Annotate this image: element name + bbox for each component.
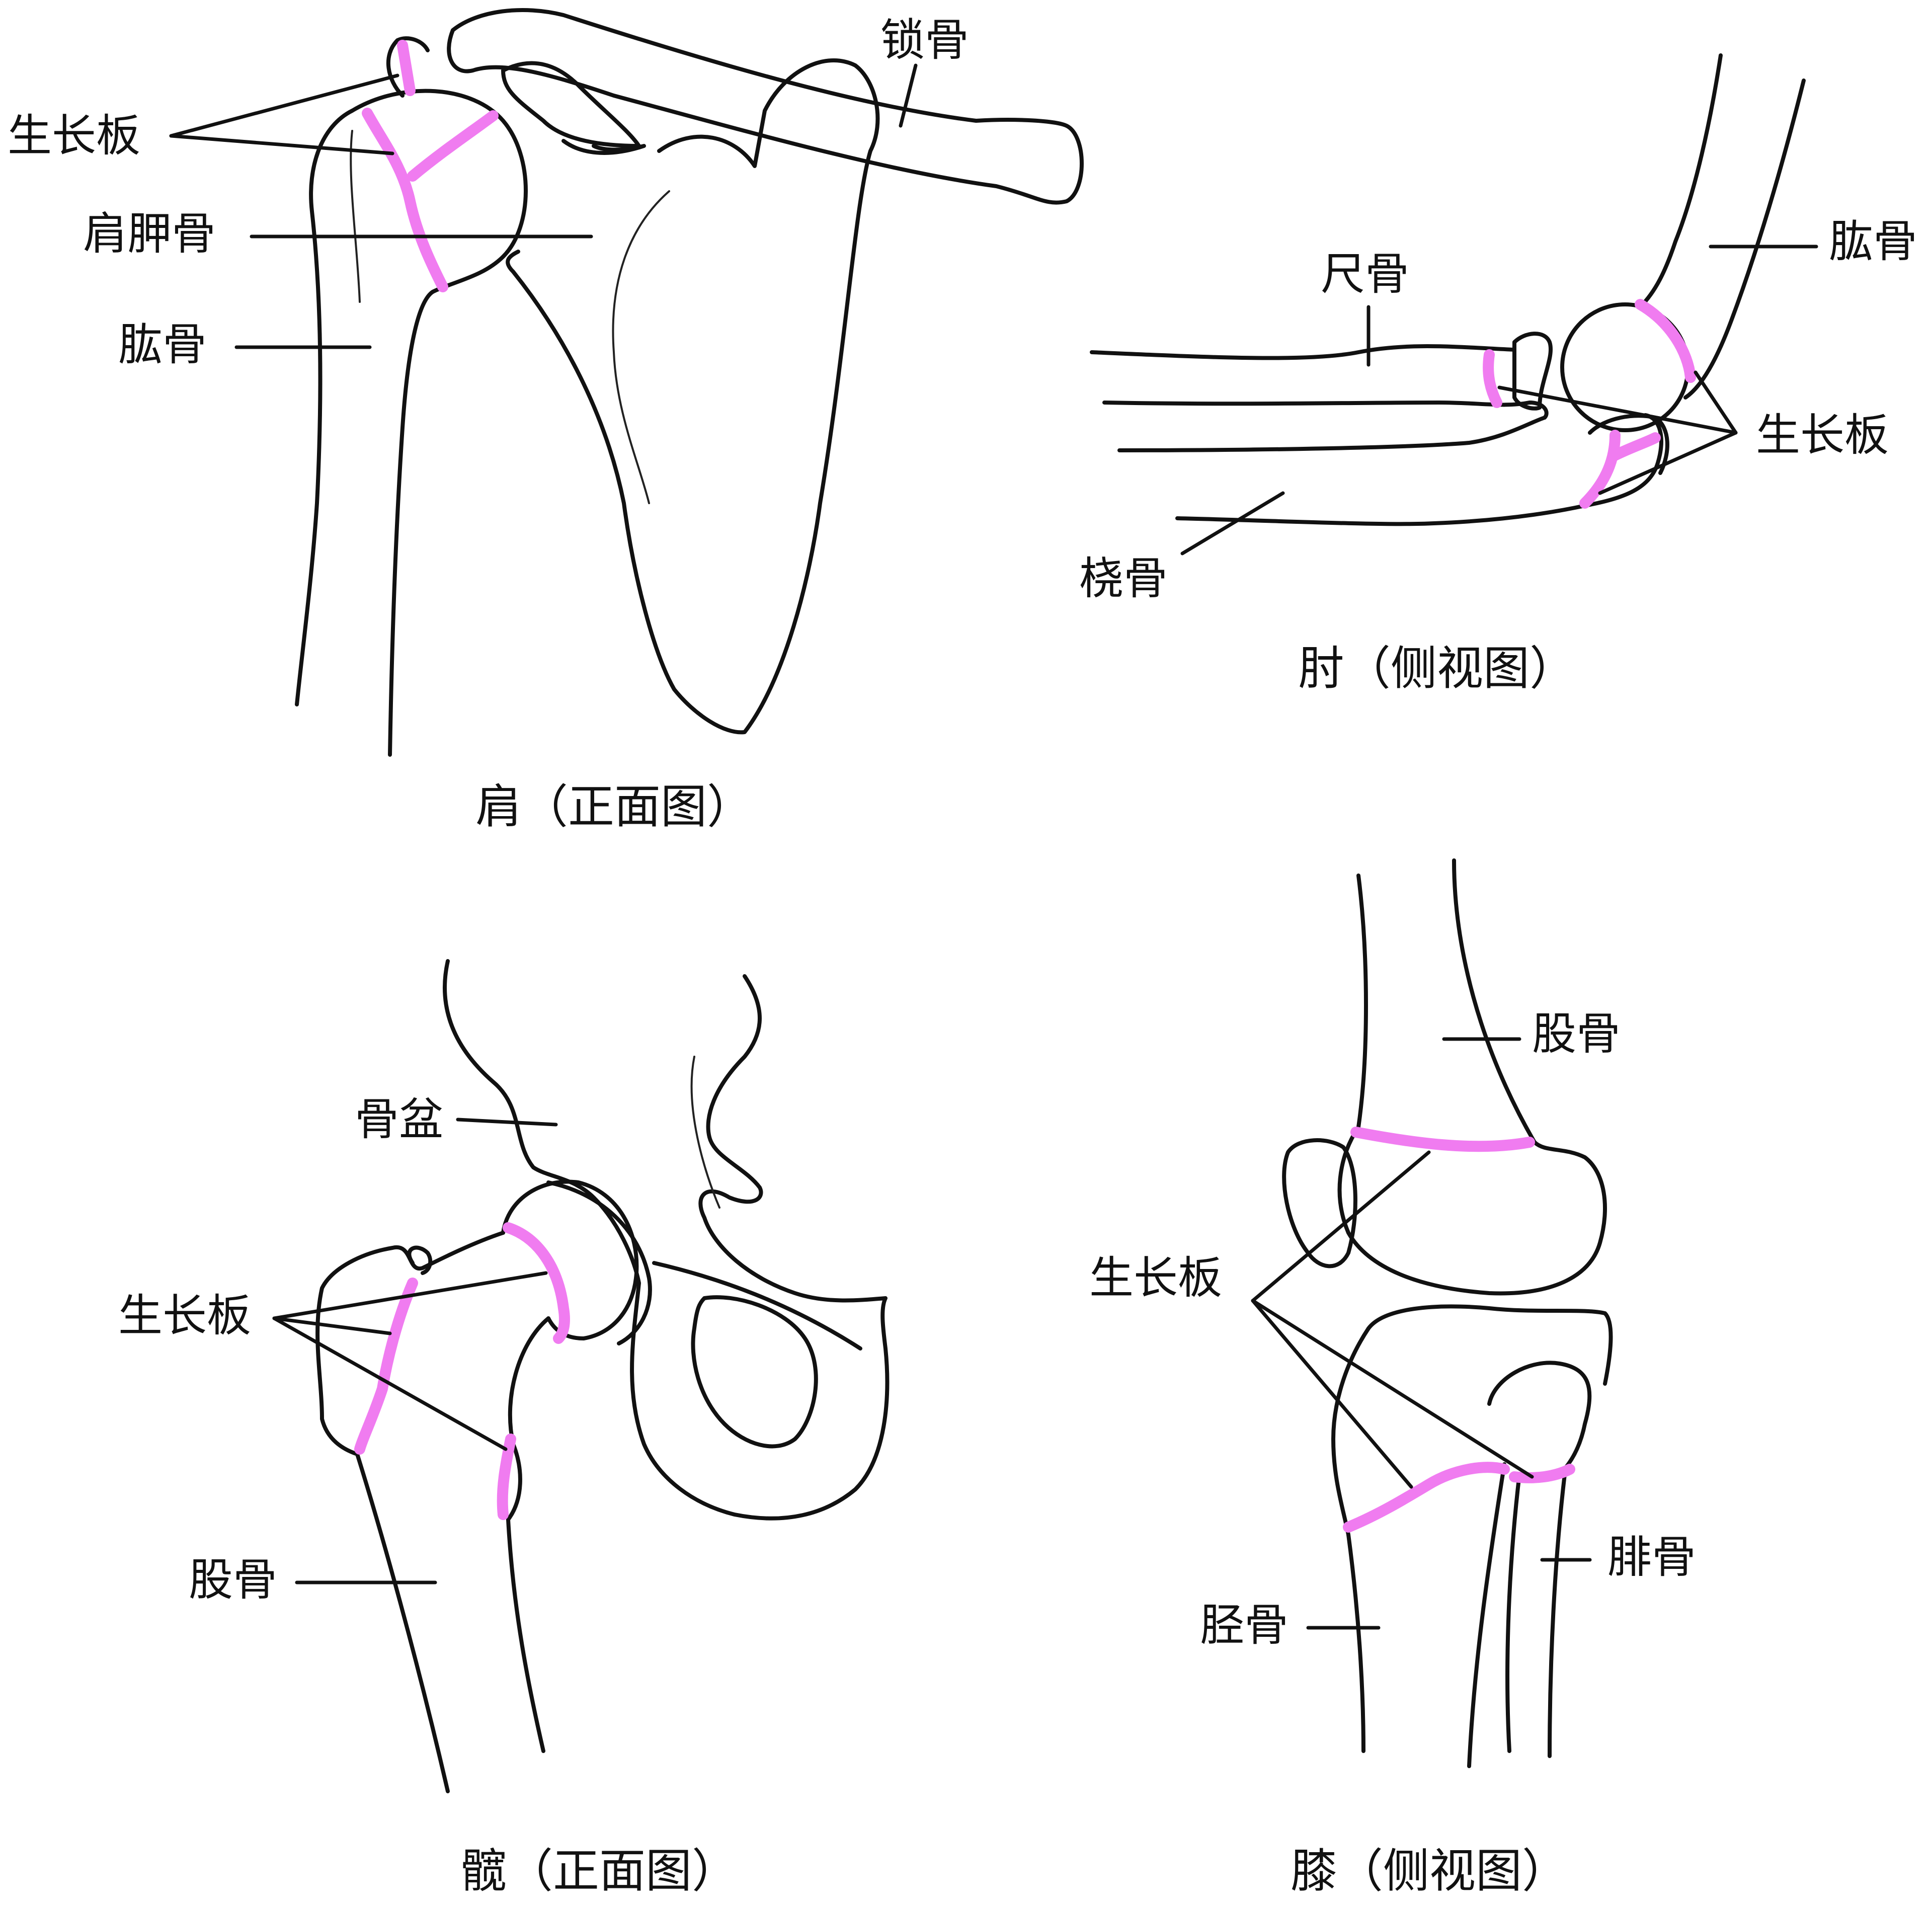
tibia-front-outline bbox=[1331, 1326, 1371, 1537]
humerus-shaft-lateral bbox=[295, 109, 354, 706]
label-humerus-shoulder: 肱骨 bbox=[118, 319, 207, 370]
label-growth-plate-shoulder: 生长板 bbox=[8, 110, 140, 162]
scapula-outline bbox=[506, 58, 880, 735]
elbow-growth-plate-olecranon bbox=[1483, 349, 1502, 408]
ulna-lower-edge bbox=[1102, 401, 1549, 420]
knee-growth-plate-femur bbox=[1350, 1127, 1535, 1152]
leader-pelvis bbox=[456, 1118, 558, 1127]
hip-growth-plate-head bbox=[503, 1222, 570, 1344]
caption-shoulder: 肩（正面图） bbox=[475, 780, 753, 834]
leader-growth-plate-knee-a bbox=[1251, 1150, 1431, 1303]
radius-lower-edge bbox=[1175, 413, 1663, 526]
leader-radius bbox=[1180, 491, 1285, 555]
humeral-head-outline bbox=[350, 89, 528, 294]
humerus-shaft-medial bbox=[388, 290, 435, 757]
elbow-humerus-posterior bbox=[1683, 78, 1806, 400]
caption-knee: 膝（侧视图） bbox=[1291, 1844, 1568, 1898]
leader-growth-plate-elbow-a bbox=[1497, 385, 1738, 435]
label-growth-plate-knee: 生长板 bbox=[1089, 1252, 1222, 1304]
label-ulna: 尺骨 bbox=[1321, 248, 1409, 300]
knee-femur-shaft-anterior bbox=[1356, 874, 1368, 1129]
knee-femur-shaft-posterior bbox=[1452, 858, 1537, 1144]
leader-clavicle bbox=[899, 63, 918, 128]
tibia-plateau-outline bbox=[1366, 1304, 1613, 1386]
shoulder-growth-plate-lower bbox=[362, 108, 448, 292]
femoral-head-outline bbox=[501, 1179, 639, 1340]
elbow-growth-plate-radius-a bbox=[1579, 430, 1621, 509]
knee-growth-plate-fibula bbox=[1509, 1464, 1575, 1483]
elbow-humerus-anterior bbox=[1638, 53, 1723, 309]
olecranon-outline bbox=[1512, 332, 1553, 411]
obturator-foramen bbox=[691, 1295, 818, 1449]
knee-tibia-shaft-anterior bbox=[1346, 1533, 1365, 1753]
clavicle-outline bbox=[447, 8, 1084, 205]
label-pelvis: 骨盆 bbox=[355, 1093, 443, 1145]
hip-panel: 骨盆 生长板 股骨 髋（正面图） bbox=[118, 959, 890, 1898]
knee-growth-plate-tibia bbox=[1343, 1462, 1510, 1533]
scapula-spine-line bbox=[612, 190, 670, 504]
label-fibula: 腓骨 bbox=[1607, 1531, 1696, 1583]
label-growth-plate-hip: 生长板 bbox=[118, 1290, 251, 1341]
pelvis-inner-line bbox=[690, 1056, 720, 1209]
hip-femur-shaft-lateral bbox=[355, 1452, 450, 1793]
leader-growth-plate-shoulder-b bbox=[169, 134, 394, 155]
leader-growth-plate-knee-c bbox=[1251, 1299, 1534, 1479]
knee-tibia-shaft-posterior bbox=[1467, 1462, 1506, 1768]
femur-neck-upper bbox=[315, 1231, 505, 1456]
hip-femur-shaft-medial bbox=[506, 1316, 550, 1753]
shoulder-growth-plate-upper bbox=[407, 110, 499, 182]
coracoid-outline bbox=[561, 139, 646, 155]
acetabulum-rim bbox=[546, 1180, 652, 1345]
greater-trochanter-notch bbox=[407, 1245, 433, 1275]
leader-growth-plate-hip-a bbox=[272, 1271, 548, 1320]
hip-growth-plate-lesser bbox=[497, 1434, 516, 1520]
fibula-shaft-anterior bbox=[1505, 1472, 1521, 1753]
label-radius: 桡骨 bbox=[1079, 552, 1168, 604]
label-tibia: 胫骨 bbox=[1200, 1599, 1289, 1651]
ulna-upper-edge bbox=[1090, 344, 1516, 360]
humeral-tubercle-cap bbox=[386, 36, 430, 98]
leader-growth-plate-shoulder-a bbox=[169, 73, 399, 138]
femoral-condyle-outline bbox=[1337, 1125, 1607, 1296]
caption-hip: 髋（正面图） bbox=[460, 1844, 738, 1898]
elbow-growth-plate-capitellum bbox=[1635, 299, 1696, 383]
fibula-shaft-posterior bbox=[1548, 1472, 1567, 1758]
label-femur-knee: 股骨 bbox=[1532, 1008, 1621, 1060]
forearm-mid-edge bbox=[1117, 416, 1547, 452]
elbow-panel: 尺骨 肱骨 生长板 桡骨 肘（侧视图） bbox=[1079, 53, 1917, 695]
patella-outline bbox=[1282, 1138, 1357, 1268]
leader-growth-plate-elbow-b bbox=[1694, 370, 1738, 435]
acromion-outline bbox=[501, 61, 641, 148]
fibula-head-outline bbox=[1487, 1361, 1592, 1476]
label-growth-plate-elbow: 生长板 bbox=[1756, 409, 1889, 461]
pelvis-acetabular-line bbox=[652, 1261, 862, 1351]
hip-growth-plate-trochanter bbox=[354, 1278, 418, 1455]
shoulder-growth-plate-cap bbox=[397, 40, 416, 96]
humerus-inner-line bbox=[350, 130, 361, 303]
leader-growth-plate-hip-c bbox=[272, 1316, 508, 1451]
label-scapula: 肩胛骨 bbox=[83, 208, 216, 260]
leader-growth-plate-elbow-c bbox=[1598, 431, 1738, 495]
label-humerus-elbow: 肱骨 bbox=[1829, 215, 1917, 267]
leader-growth-plate-knee-b bbox=[1251, 1299, 1413, 1489]
leader-growth-plate-hip-b bbox=[272, 1316, 392, 1335]
shoulder-panel: 锁骨 生长板 肩胛骨 肱骨 肩（正面图） bbox=[8, 8, 1084, 834]
knee-panel: 股骨 生长板 腓骨 胫骨 膝（侧视图） bbox=[1089, 858, 1696, 1898]
label-femur-hip: 股骨 bbox=[189, 1554, 277, 1606]
elbow-growth-plate-radius-b bbox=[1609, 432, 1661, 461]
caption-elbow: 肘（侧视图） bbox=[1298, 642, 1576, 695]
label-clavicle: 锁骨 bbox=[880, 14, 969, 66]
